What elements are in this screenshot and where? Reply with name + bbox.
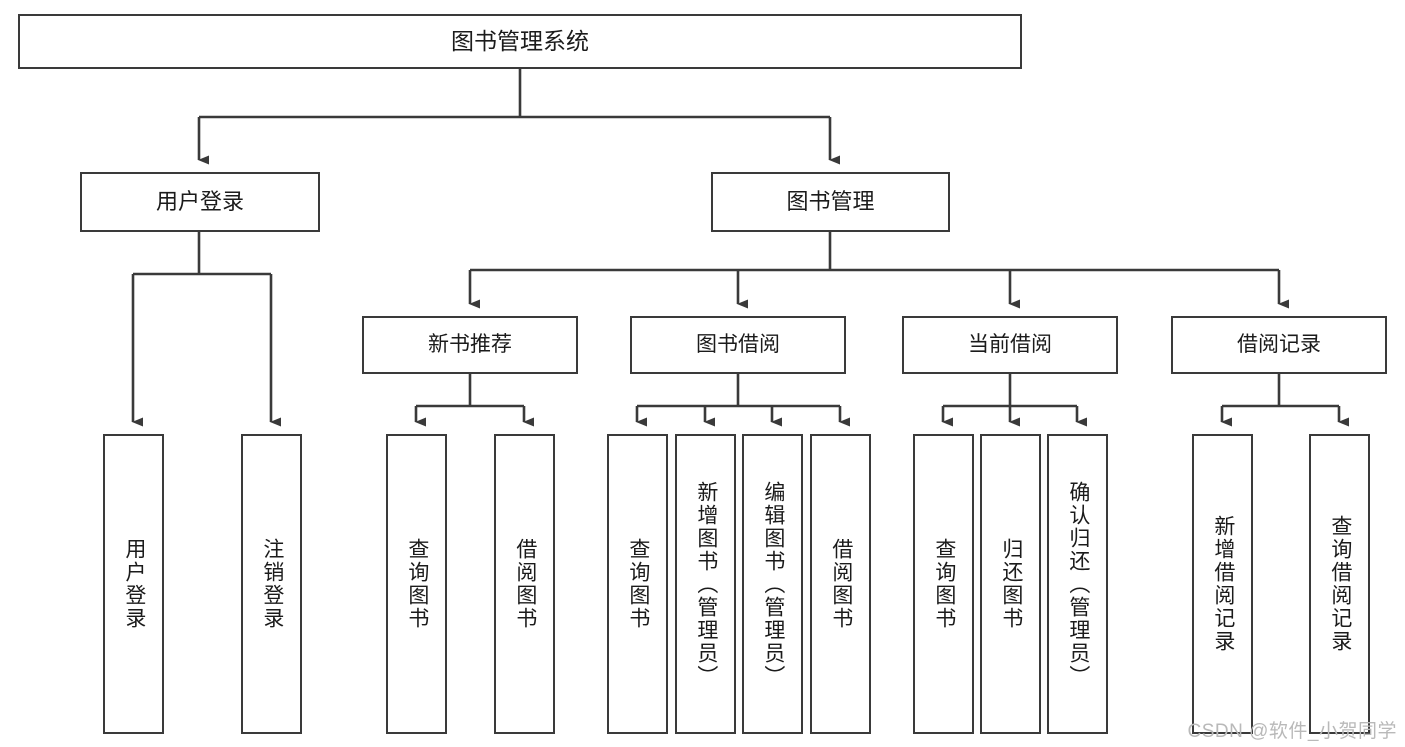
node-root-label: 图书管理系统 xyxy=(451,27,589,54)
watermark: CSDN @软件_小贺同学 xyxy=(1187,721,1397,742)
leaf-return-book-label: 归还图书 xyxy=(999,538,1023,630)
node-current-borrow[interactable]: 当前借阅 xyxy=(902,316,1118,374)
node-book-borrow-label: 图书借阅 xyxy=(696,332,780,356)
leaf-confirm-return-admin-label: 确认归还（管理员） xyxy=(1066,480,1090,688)
leaf-query-book-recommend-label: 查询图书 xyxy=(405,538,429,630)
node-user-login[interactable]: 用户登录 xyxy=(80,172,320,232)
node-book-management[interactable]: 图书管理 xyxy=(711,172,950,232)
node-borrow-records-label: 借阅记录 xyxy=(1237,332,1321,356)
leaf-query-book-current-label: 查询图书 xyxy=(932,538,956,630)
leaf-query-borrow-record[interactable]: 查询借阅记录 xyxy=(1309,434,1370,734)
leaf-borrow-book-recommend[interactable]: 借阅图书 xyxy=(494,434,555,734)
leaf-edit-book-admin[interactable]: 编辑图书（管理员） xyxy=(742,434,803,734)
node-new-book-recommend[interactable]: 新书推荐 xyxy=(362,316,578,374)
leaf-query-book-recommend[interactable]: 查询图书 xyxy=(386,434,447,734)
leaf-query-book-borrow[interactable]: 查询图书 xyxy=(607,434,668,734)
leaf-add-book-admin[interactable]: 新增图书（管理员） xyxy=(675,434,736,734)
node-user-login-label: 用户登录 xyxy=(155,189,244,215)
leaf-borrow-book[interactable]: 借阅图书 xyxy=(810,434,871,734)
leaf-user-login-label: 用户登录 xyxy=(122,538,146,630)
node-book-management-label: 图书管理 xyxy=(786,189,875,215)
leaf-logout-login-label: 注销登录 xyxy=(260,538,284,630)
leaf-borrow-book-label: 借阅图书 xyxy=(829,538,853,630)
leaf-logout-login[interactable]: 注销登录 xyxy=(241,434,302,734)
leaf-query-book-current[interactable]: 查询图书 xyxy=(913,434,974,734)
node-new-book-recommend-label: 新书推荐 xyxy=(428,332,512,356)
node-current-borrow-label: 当前借阅 xyxy=(968,332,1052,356)
leaf-edit-book-admin-label: 编辑图书（管理员） xyxy=(761,480,785,688)
leaf-return-book[interactable]: 归还图书 xyxy=(980,434,1041,734)
node-borrow-records[interactable]: 借阅记录 xyxy=(1171,316,1387,374)
leaf-add-borrow-record[interactable]: 新增借阅记录 xyxy=(1192,434,1253,734)
leaf-add-book-admin-label: 新增图书（管理员） xyxy=(694,480,718,688)
leaf-borrow-book-recommend-label: 借阅图书 xyxy=(513,538,537,630)
leaf-query-book-borrow-label: 查询图书 xyxy=(626,538,650,630)
leaf-add-borrow-record-label: 新增借阅记录 xyxy=(1211,515,1235,653)
leaf-query-borrow-record-label: 查询借阅记录 xyxy=(1328,515,1352,653)
leaf-user-login[interactable]: 用户登录 xyxy=(103,434,164,734)
node-root[interactable]: 图书管理系统 xyxy=(18,14,1022,69)
node-book-borrow[interactable]: 图书借阅 xyxy=(630,316,846,374)
leaf-confirm-return-admin[interactable]: 确认归还（管理员） xyxy=(1047,434,1108,734)
